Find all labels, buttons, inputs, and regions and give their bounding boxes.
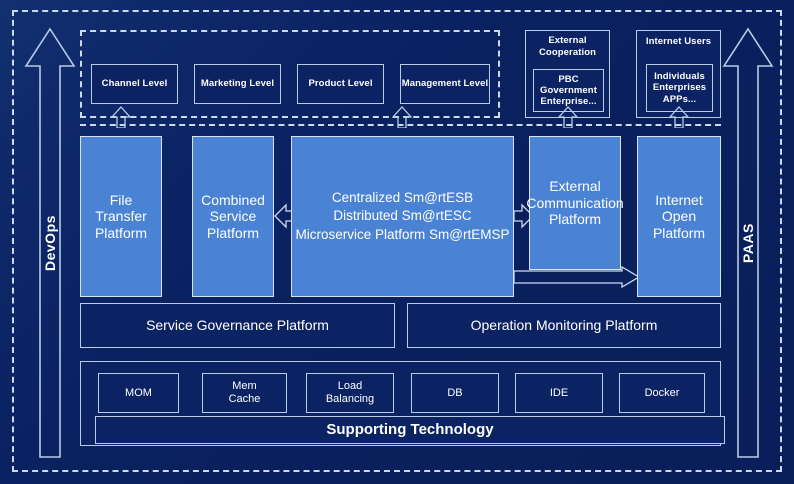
marketing-level-box[interactable]: Marketing Level — [194, 64, 281, 104]
management-level-box[interactable]: Management Level — [400, 64, 490, 104]
up-arrow-icon — [392, 106, 412, 128]
internet-open-platform-box[interactable]: Internet Open Platform — [637, 136, 721, 297]
core-bus-platform-label: Centralized Sm@rtESB Distributed Sm@rtES… — [295, 190, 510, 242]
connector-arrow-external-comm — [558, 106, 578, 128]
combined-service-platform-box[interactable]: Combined Service Platform — [192, 136, 274, 297]
external-communication-platform-label: External Communication Platform — [526, 178, 624, 228]
internet-users-detail-box: Individuals Enterprises APPs... — [646, 64, 713, 112]
external-cooperation-detail: PBC Government Enterprise... — [540, 73, 597, 108]
external-cooperation-title: External Cooperation — [538, 35, 597, 58]
layer-separator-dashed — [80, 124, 721, 126]
diagram-outer-boundary — [12, 10, 782, 472]
up-arrow-icon — [669, 106, 689, 128]
marketing-level-label: Marketing Level — [200, 78, 275, 90]
supporting-technology-banner: Supporting Technology — [95, 416, 725, 444]
service-governance-platform-label: Service Governance Platform — [146, 317, 329, 334]
channel-level-label: Channel Level — [101, 78, 168, 90]
support-docker-label: Docker — [644, 386, 680, 399]
support-ide-label: IDE — [549, 386, 569, 399]
operation-monitoring-platform-label: Operation Monitoring Platform — [470, 317, 658, 334]
connector-arrow-internet-open — [669, 106, 689, 128]
support-mem-cache-box[interactable]: Mem Cache — [202, 373, 287, 413]
support-load-balancing-box[interactable]: Load Balancing — [306, 373, 394, 413]
operation-monitoring-platform-box[interactable]: Operation Monitoring Platform — [407, 303, 721, 348]
support-mem-cache-label: Mem Cache — [228, 380, 261, 405]
consumer-levels-group — [80, 30, 500, 118]
up-arrow-icon — [722, 27, 774, 458]
paas-rail-label: PAAS — [740, 223, 756, 263]
support-load-balancing-label: Load Balancing — [325, 380, 375, 405]
paas-rail: PAAS — [722, 26, 774, 460]
file-transfer-platform-box[interactable]: File Transfer Platform — [80, 136, 162, 297]
external-cooperation-box[interactable]: External Cooperation PBC Government Ente… — [525, 30, 610, 118]
combined-service-platform-label: Combined Service Platform — [201, 191, 265, 241]
support-mom-label: MOM — [125, 386, 152, 399]
service-governance-platform-box[interactable]: Service Governance Platform — [80, 303, 395, 348]
internet-open-platform-label: Internet Open Platform — [652, 191, 706, 241]
arrow-core-to-combined — [274, 203, 294, 229]
right-arrow-icon — [514, 266, 640, 288]
support-ide-box[interactable]: IDE — [515, 373, 603, 413]
product-level-box[interactable]: Product Level — [297, 64, 384, 104]
support-db-box[interactable]: DB — [411, 373, 499, 413]
file-transfer-platform-label: File Transfer Platform — [94, 191, 148, 241]
support-db-label: DB — [447, 386, 463, 399]
connector-arrow-file-transfer — [111, 106, 131, 128]
left-arrow-icon — [274, 203, 294, 229]
devops-rail: DevOps — [24, 26, 76, 460]
supporting-technology-label: Supporting Technology — [326, 421, 494, 439]
channel-level-box[interactable]: Channel Level — [91, 64, 178, 104]
support-layer-panel: MOM Mem Cache Load Balancing DB IDE Dock… — [80, 361, 725, 446]
arrow-core-to-internet-open — [514, 266, 640, 288]
arrow-core-to-external-comm — [514, 203, 534, 229]
devops-rail-label: DevOps — [42, 215, 58, 271]
right-arrow-icon — [514, 203, 534, 229]
connector-arrow-core-bus — [392, 106, 412, 128]
support-mom-box[interactable]: MOM — [98, 373, 179, 413]
external-communication-platform-box[interactable]: External Communication Platform — [526, 136, 624, 270]
core-bus-platform-box[interactable]: Centralized Sm@rtESB Distributed Sm@rtES… — [291, 136, 514, 297]
internet-users-detail: Individuals Enterprises APPs... — [652, 71, 707, 105]
up-arrow-icon — [558, 106, 578, 128]
internet-users-title: Internet Users — [645, 36, 712, 47]
support-docker-box[interactable]: Docker — [619, 373, 705, 413]
product-level-label: Product Level — [308, 78, 373, 90]
up-arrow-icon — [24, 27, 76, 458]
external-cooperation-detail-box: PBC Government Enterprise... — [533, 69, 604, 112]
internet-users-box[interactable]: Internet Users Individuals Enterprises A… — [636, 30, 721, 118]
up-arrow-icon — [111, 106, 131, 128]
management-level-label: Management Level — [401, 78, 489, 90]
